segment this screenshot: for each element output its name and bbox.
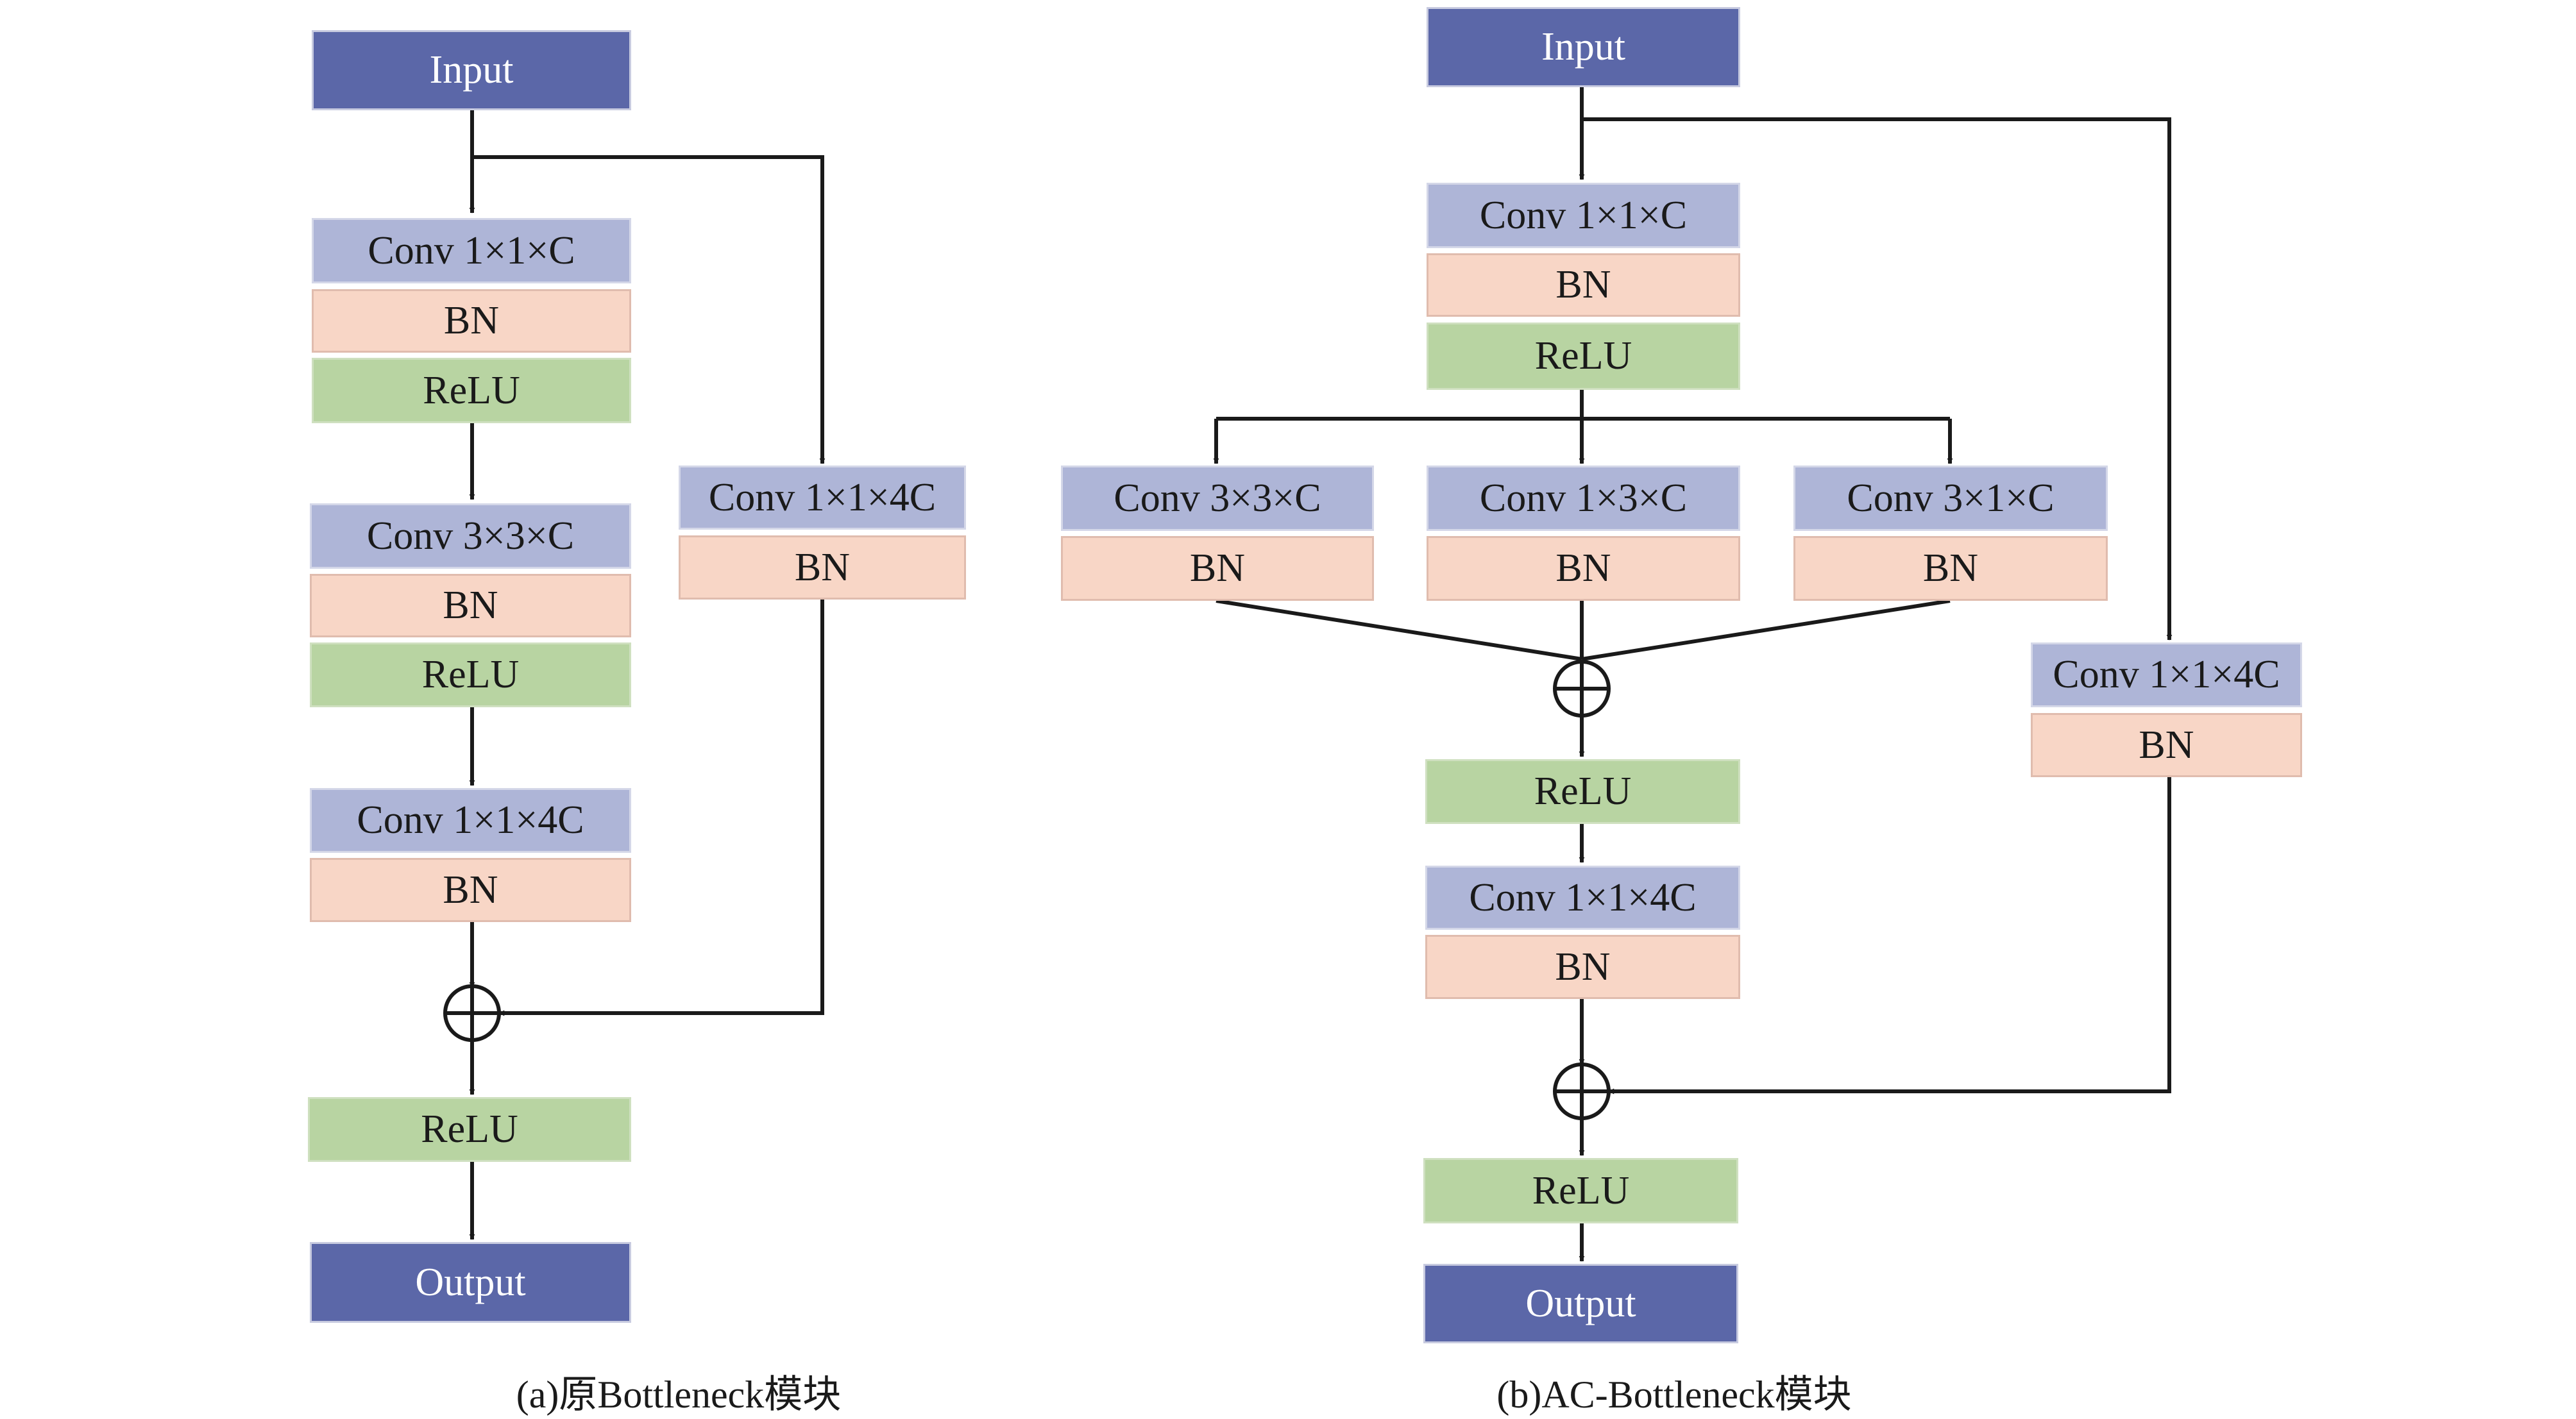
a-output-node: Output	[310, 1242, 631, 1323]
a-caption: (a)原Bottleneck模块	[516, 1373, 842, 1416]
a-relu-out-node: ReLU	[308, 1097, 631, 1162]
b-conv-left-node: Conv 3×3×C	[1061, 466, 1374, 531]
b-relu2-node: ReLU	[1425, 759, 1740, 824]
b-caption: (b)AC-Bottleneck模块	[1496, 1373, 1852, 1416]
a-bn2-node: BN	[310, 574, 631, 637]
b-input-node: Input	[1427, 7, 1740, 87]
b-output-node: Output	[1423, 1264, 1738, 1343]
a-bn1-node: BN	[312, 289, 631, 353]
a-shortcut-conv-node: Conv 1×1×4C	[679, 466, 966, 530]
b-conv-right-node: Conv 3×1×C	[1793, 466, 2108, 531]
a-bn3-node: BN	[310, 858, 631, 922]
b-bn1-node: BN	[1427, 253, 1740, 317]
a-input-node: Input	[312, 30, 631, 110]
b-bn-left-node: BN	[1061, 536, 1374, 601]
b-line-left-to-add	[1216, 599, 1582, 661]
a-conv1-node: Conv 1×1×C	[312, 218, 631, 283]
a-line-shortcut-branch	[472, 155, 826, 464]
b-shortcut-bn-node: BN	[2031, 713, 2302, 777]
a-conv2-node: Conv 3×3×C	[310, 503, 631, 569]
b-line-shortcut-to-add	[1608, 777, 2171, 1095]
a-shortcut-bn-node: BN	[679, 535, 966, 600]
b-line-right-to-add	[1581, 599, 1951, 661]
b-relu1-node: ReLU	[1427, 323, 1740, 390]
a-conv3-node: Conv 1×1×4C	[310, 788, 631, 853]
b-conv-mid-node: Conv 1×3×C	[1427, 466, 1740, 531]
b-bn-right-node: BN	[1793, 536, 2108, 601]
b-shortcut-conv-node: Conv 1×1×4C	[2031, 642, 2302, 707]
a-relu1-node: ReLU	[312, 358, 631, 423]
b-conv1-node: Conv 1×1×C	[1427, 183, 1740, 248]
b-conv3-node: Conv 1×1×4C	[1425, 866, 1740, 930]
b-line-shortcut-branch	[1582, 117, 2173, 641]
b-bn3-node: BN	[1425, 935, 1740, 999]
b-relu-out-node: ReLU	[1423, 1158, 1738, 1223]
a-relu2-node: ReLU	[310, 642, 631, 707]
a-line-shortcut-to-add	[498, 600, 824, 1016]
b-bn-mid-node: BN	[1427, 536, 1740, 601]
